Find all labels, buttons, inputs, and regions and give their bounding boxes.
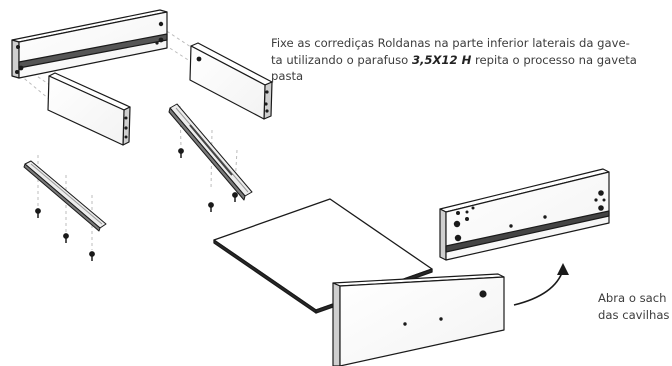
side-panel-right bbox=[189, 42, 273, 120]
side-note-line-2: das cavilhas bbox=[598, 307, 670, 322]
screw-icons bbox=[35, 148, 238, 261]
screw-spec: 3,5X12 H bbox=[411, 52, 472, 67]
curved-arrow-icon bbox=[513, 269, 564, 306]
screw-icon bbox=[89, 251, 95, 261]
inner-front-panel bbox=[439, 168, 610, 261]
assembly-instruction-text: Fixe as corrediças Roldanas na parte inf… bbox=[271, 35, 671, 85]
drawer-slide-left bbox=[23, 160, 107, 232]
screw-icon bbox=[35, 208, 41, 218]
instruction-line-1: Fixe as corrediças Roldanas na parte inf… bbox=[271, 36, 630, 50]
side-panel-left-holes bbox=[124, 116, 128, 139]
screw-icon bbox=[178, 148, 184, 158]
back-panel-holes bbox=[15, 21, 164, 74]
instruction-line-2: ta utilizando o parafuso 3,5X12 H repita… bbox=[271, 52, 671, 69]
arrow-head-icon bbox=[557, 263, 569, 275]
back-panel bbox=[11, 9, 168, 79]
screw-icon bbox=[232, 192, 238, 202]
side-note-line-1: Abra o sach bbox=[598, 291, 667, 305]
instruction-line-3: pasta bbox=[271, 69, 304, 83]
screw-icon bbox=[208, 202, 214, 212]
inner-front-panel-holes bbox=[453, 190, 606, 242]
drawer-front-holes bbox=[403, 290, 487, 326]
side-note-text: Abra o sach das cavilhas bbox=[598, 290, 672, 323]
drawer-slide-right bbox=[168, 103, 253, 201]
instruction-line-2-prefix: ta utilizando o parafuso bbox=[271, 52, 412, 67]
drawer-front-panel bbox=[332, 273, 505, 366]
instruction-line-2-suffix: repita o processo na gaveta bbox=[471, 52, 637, 67]
side-panel-left bbox=[47, 72, 131, 146]
screw-icon bbox=[63, 233, 69, 243]
side-panel-right-holes bbox=[196, 56, 269, 113]
